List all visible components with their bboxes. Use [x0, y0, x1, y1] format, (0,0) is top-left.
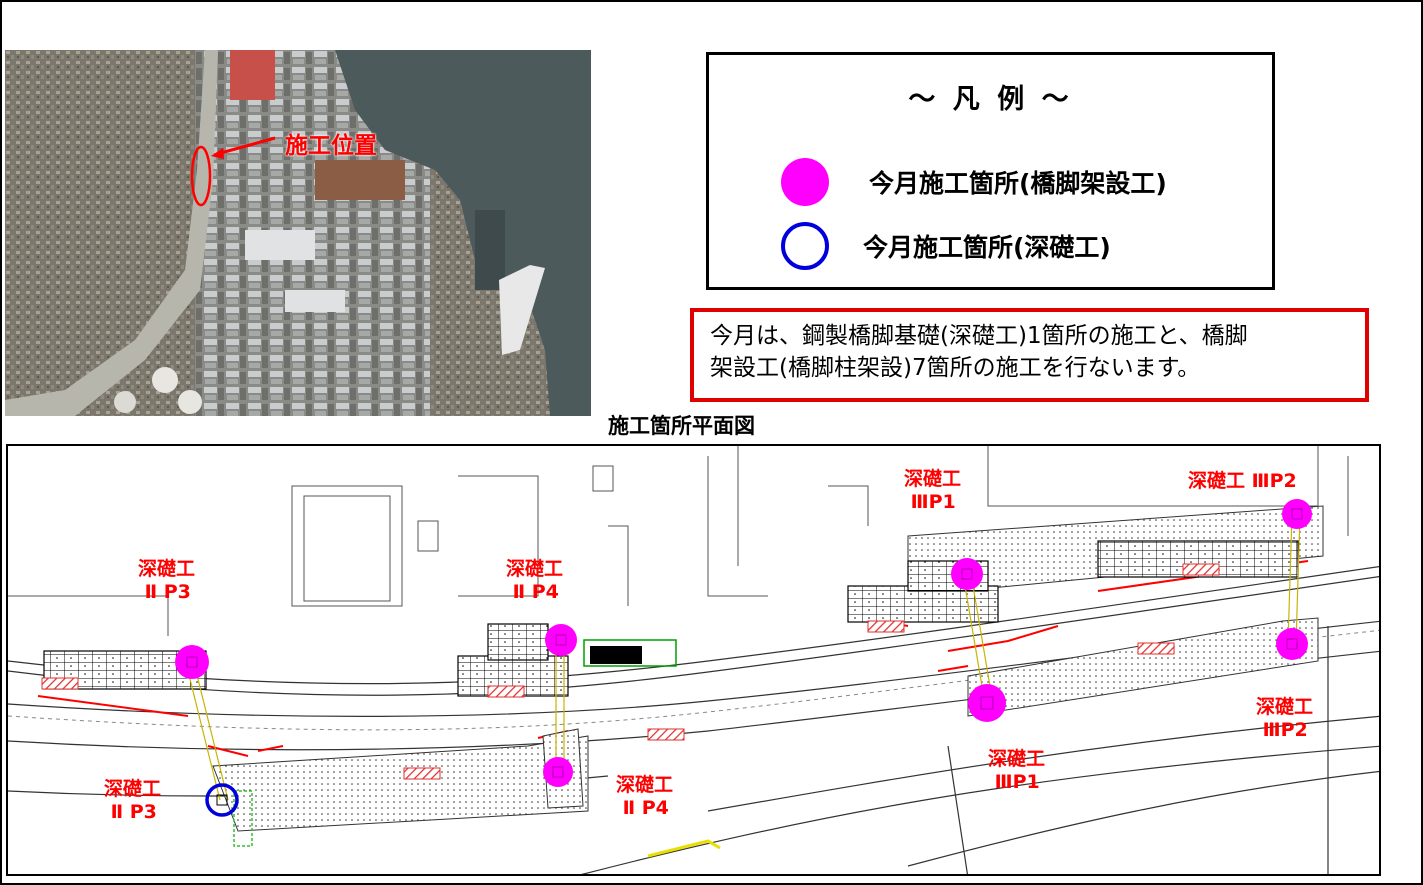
- pier-marker-III-P1-top: [951, 558, 983, 590]
- legend-item-label: 今月施工箇所(橋脚架設工): [869, 169, 1167, 198]
- work-zone: [212, 735, 589, 832]
- aerial-photo: 施工位置: [5, 50, 591, 416]
- magenta-circle-icon: [781, 158, 829, 206]
- plan-title: 施工箇所平面図: [608, 414, 755, 438]
- label-II-P3-bottom: 深礎工 Ⅱ P3: [104, 778, 162, 823]
- pier-marker-III-P1-bottom: [968, 684, 1006, 722]
- legend-item-pier-erection: 今月施工箇所(橋脚架設工): [781, 157, 1167, 207]
- site-plan-drawing: 深礎工 Ⅱ P3 深礎工 Ⅱ P4 深礎工 ⅢP1 深礎工 ⅢP2 深礎工 Ⅱ …: [6, 444, 1381, 876]
- note-line-1: 今月は、鋼製橋脚基礎(深礎工)1箇所の施工と、橋脚: [710, 323, 1248, 349]
- pointer-arrow: [216, 136, 276, 156]
- pier-markers: [175, 499, 1312, 787]
- label-III-P2-top: 深礎工 ⅢP2: [1188, 470, 1297, 492]
- pier-marker-III-P2-top: [1282, 499, 1312, 529]
- legend-box: ～ 凡 例 ～ 今月施工箇所(橋脚架設工) 今月施工箇所(深礎工): [706, 52, 1275, 290]
- label-III-P1-bottom: 深礎工 ⅢP1: [988, 748, 1046, 793]
- label-II-P4-bottom: 深礎工 Ⅱ P4: [616, 774, 674, 819]
- note-line-2: 架設工(橋脚柱架設)7箇所の施工を行ないます。: [710, 355, 1201, 381]
- label-III-P1-top: 深礎工 ⅢP1: [904, 468, 962, 513]
- aerial-photo-graphic: [5, 50, 591, 416]
- legend-item-deep-foundation: 今月施工箇所(深礎工): [781, 221, 1111, 271]
- pier-marker-II-P3: [175, 645, 209, 679]
- blue-ring-icon: [781, 222, 829, 270]
- deep-foundation-marker-II-P3: [205, 783, 239, 817]
- legend-item-label: 今月施工箇所(深礎工): [863, 233, 1111, 262]
- site-plan-graphic: [8, 446, 1379, 874]
- pier-marker-III-P2-bottom: [1276, 628, 1308, 660]
- label-III-P2-bottom: 深礎工 ⅢP2: [1256, 696, 1314, 741]
- pier-marker-II-P4-bottom: [543, 757, 573, 787]
- work-zone: [967, 617, 1319, 717]
- label-II-P4-top: 深礎工 Ⅱ P4: [506, 558, 564, 603]
- construction-site-ellipse: [190, 145, 212, 207]
- pier-marker-II-P4: [545, 624, 577, 656]
- bridge-deck: [847, 585, 999, 623]
- black-structure: [590, 646, 642, 664]
- monthly-work-note: 今月は、鋼製橋脚基礎(深礎工)1箇所の施工と、橋脚 架設工(橋脚柱架設)7箇所の…: [690, 308, 1369, 402]
- note-text: 今月は、鋼製橋脚基礎(深礎工)1箇所の施工と、橋脚 架設工(橋脚柱架設)7箇所の…: [710, 320, 1350, 384]
- legend-title: ～ 凡 例 ～: [908, 84, 1073, 115]
- construction-location-label: 施工位置: [285, 133, 377, 159]
- label-II-P3-top: 深礎工 Ⅱ P3: [138, 558, 196, 603]
